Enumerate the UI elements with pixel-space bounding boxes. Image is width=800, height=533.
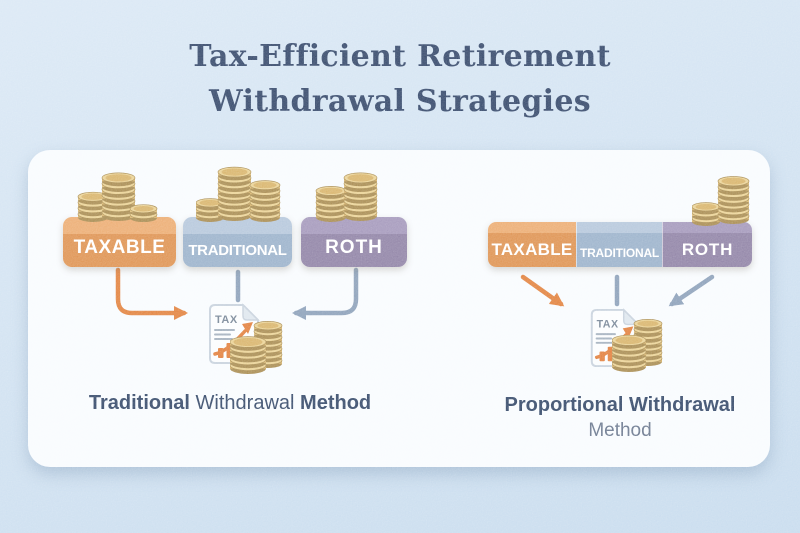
document-fold-corner <box>242 303 260 321</box>
account-box-traditional: TRADITIONAL <box>183 217 292 267</box>
page-title: Tax-Efficient Retirement Withdrawal Stra… <box>0 34 800 124</box>
account-box-roth-label: ROTH <box>325 237 383 258</box>
coins-icon <box>692 176 750 226</box>
bar-segment-roth: ROTH <box>662 222 752 267</box>
account-box-taxable: TAXABLE <box>63 217 176 267</box>
bar-segment-taxable-label: TAXABLE <box>491 240 573 259</box>
caption-word: Traditional <box>88 392 190 414</box>
caption-line1: Proportional Withdrawal <box>504 394 736 416</box>
coins-icon <box>612 319 663 372</box>
page-title-line2: Withdrawal Strategies <box>209 84 591 119</box>
proportional-bar: TAXABLE TRADITIONAL ROTH <box>488 222 752 267</box>
right-method-caption: Proportional Withdrawal Method <box>470 392 770 444</box>
bar-segment-roth-label: ROTH <box>681 240 734 259</box>
caption-line2: Method <box>588 420 652 441</box>
coins-icon <box>196 166 281 222</box>
coins-icon <box>230 321 283 374</box>
caption-word: Method <box>300 392 372 414</box>
left-method-caption: Traditional Withdrawal Method <box>20 392 440 415</box>
bar-segment-taxable: TAXABLE <box>488 222 576 267</box>
coins-icon <box>315 172 378 222</box>
bar-segment-traditional: TRADITIONAL <box>576 222 662 267</box>
account-box-taxable-label: TAXABLE <box>73 237 166 258</box>
caption-word: Withdrawal <box>195 392 295 414</box>
coins-icon <box>77 172 158 222</box>
page-title-line1: Tax-Efficient Retirement <box>189 39 611 74</box>
account-box-roth: ROTH <box>301 217 407 267</box>
account-box-traditional-label: TRADITIONAL <box>188 242 287 259</box>
bar-segment-traditional-label: TRADITIONAL <box>579 246 660 260</box>
